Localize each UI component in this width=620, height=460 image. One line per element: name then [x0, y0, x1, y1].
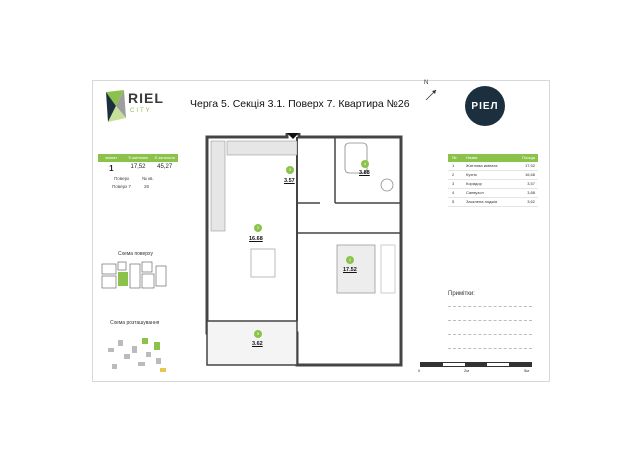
page-title: Черга 5. Секція 3.1. Поверх 7. Квартира … [190, 98, 410, 110]
apt-label: № кв. [142, 176, 154, 181]
room-number-4: 4 [361, 160, 369, 168]
summary-values: 1 17,52 45,27 [98, 164, 178, 173]
legend-row: 3 Коридор 3,57 [448, 180, 538, 189]
legend-row-area: 3,62 [527, 199, 535, 204]
location-scheme-label: Схема розташування [110, 320, 160, 326]
summary-living-area: 17,52 [130, 164, 146, 170]
legend-row-area: 17,52 [524, 163, 535, 168]
legend-row: 1 Житлова кімната 17,52 [448, 162, 538, 171]
apt-value: 26 [144, 184, 150, 189]
legend-row-name: Коридор [466, 181, 482, 186]
room-area-3: 3.57 [284, 178, 295, 184]
summary-rooms: 1 [109, 164, 114, 173]
floor-scheme-label: Схема поверху [118, 251, 154, 257]
note-line [448, 348, 532, 349]
legend-row: 2 Кухня 16,68 [448, 171, 538, 180]
summary-header-rooms: кімнат [105, 155, 118, 160]
legend-header: № Назва Площа [448, 154, 538, 162]
legend-row: 5 Засклена лоджія 3,62 [448, 198, 538, 207]
legend-row-num: 1 [452, 163, 455, 168]
room-area-1: 17.52 [343, 267, 357, 273]
summary-header: кімнат S житлова S загальна [98, 154, 178, 162]
legend-row-num: 3 [452, 181, 455, 186]
legend-header-num: № [452, 155, 457, 160]
room-number-5: 5 [254, 330, 262, 338]
summary-header-total: S загальна [154, 155, 175, 160]
legend-row: 4 Санвузол 3,88 [448, 189, 538, 198]
legend-header-area: Площа [522, 155, 535, 160]
legend-row-name: Житлова кімната [466, 163, 498, 168]
floor-plan [205, 133, 403, 367]
room-area-5: 3.62 [252, 341, 263, 347]
room-area-4: 3.88 [359, 170, 370, 176]
legend-header-name: Назва [466, 155, 478, 160]
room-number-1: 1 [346, 256, 354, 264]
legend-row-num: 2 [452, 172, 455, 177]
legend-row-num: 5 [452, 199, 455, 204]
legend-row-name: Засклена лоджія [466, 199, 498, 204]
location-scheme-map [108, 338, 166, 372]
plan-sheet [92, 80, 550, 382]
note-line [448, 334, 532, 335]
room-area-2: 16.68 [249, 236, 263, 242]
riel-badge: РІЕЛ [465, 86, 505, 126]
note-line [448, 306, 532, 307]
summary-total-area: 45,27 [157, 164, 173, 170]
compass-north: N [424, 80, 429, 86]
notes-label: Примітки: [448, 291, 475, 297]
floor-label: Поверх [114, 176, 130, 181]
riel-city-logo [106, 90, 126, 122]
floor-value: Поверх 7 [112, 184, 132, 189]
brand-sub: CITY [130, 108, 152, 114]
room-number-3: 3 [286, 166, 294, 174]
scale-mid: 2м [464, 368, 469, 373]
summary-header-living: S житлова [128, 155, 148, 160]
scale-bar [420, 362, 532, 367]
room-legend: № Назва Площа 1 Житлова кімната 17,52 2 … [448, 154, 538, 207]
room-number-2: 2 [254, 224, 262, 232]
scale-end: 5м [524, 368, 529, 373]
legend-row-area: 3,57 [527, 181, 535, 186]
legend-row-num: 4 [452, 190, 455, 195]
floor-scheme-map [101, 261, 167, 289]
legend-row-name: Кухня [466, 172, 477, 177]
scale-start: 0 [418, 368, 421, 373]
legend-row-area: 16,68 [524, 172, 535, 177]
brand-name: RIEL [128, 90, 164, 106]
legend-row-name: Санвузол [466, 190, 484, 195]
note-line [448, 320, 532, 321]
legend-row-area: 3,88 [527, 190, 535, 195]
compass-arrow-icon [425, 89, 437, 101]
